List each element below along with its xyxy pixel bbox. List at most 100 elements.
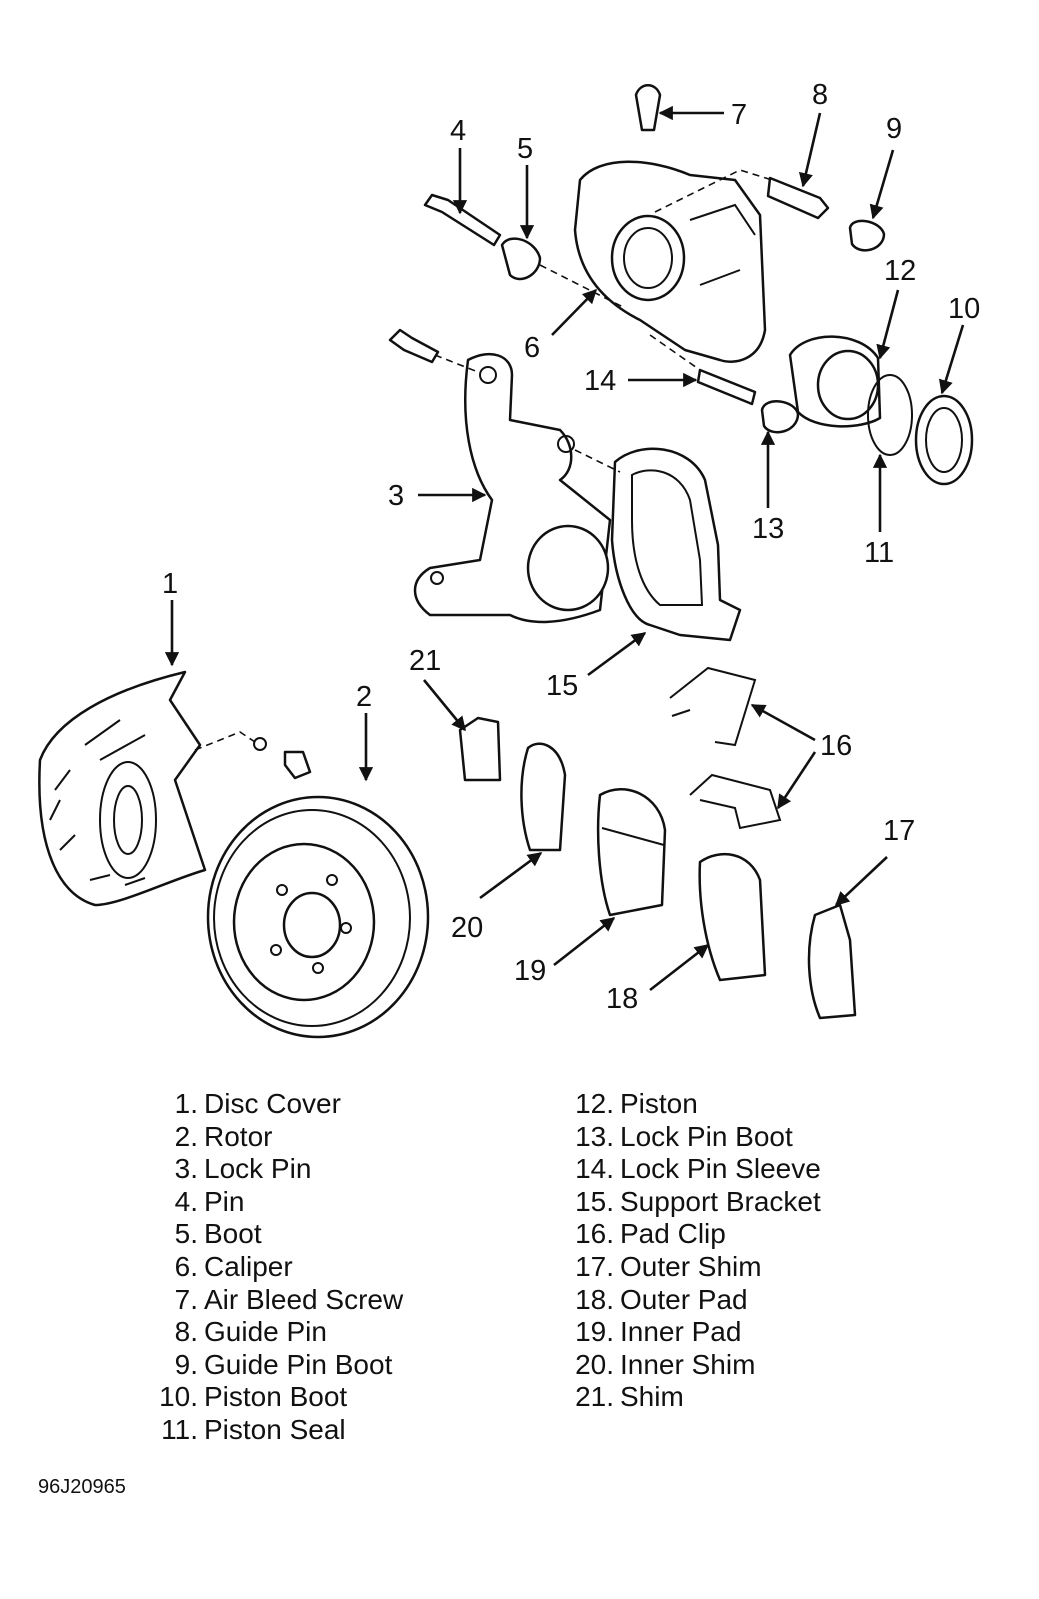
callout-number-8: 8 — [812, 79, 828, 111]
legend-item-number: 12. — [575, 1088, 614, 1119]
callout-arrow-20 — [479, 851, 543, 900]
callout-number-21: 21 — [409, 645, 441, 677]
knuckle-drawing — [413, 352, 612, 624]
callout-arrow-18 — [649, 943, 710, 992]
callout-arrow-17 — [834, 856, 888, 906]
alignment-lines — [194, 169, 773, 751]
callout-arrow-21 — [422, 679, 467, 732]
exploded-brake-diagram: 1 2 3 4 5 6 7 8 9 10 11 12 13 14 15 16 1… — [38, 79, 980, 1039]
callout-number-18: 18 — [606, 983, 638, 1015]
legend-item: 17.Outer Shim — [566, 1251, 821, 1284]
support-bracket-drawing — [610, 447, 742, 642]
legend-item-number: 21. — [575, 1381, 614, 1413]
legend-item-label: Shim — [620, 1381, 684, 1413]
callout-arrow-10 — [938, 324, 965, 395]
legend-item-number: 7. — [174, 1283, 198, 1315]
callout-number-9: 9 — [886, 113, 902, 145]
legend-item-number: 16. — [575, 1218, 614, 1250]
caliper-drawing — [573, 160, 767, 363]
legend-item-label: Outer Shim — [620, 1250, 762, 1282]
legend-item: 11.Piston Seal — [150, 1414, 403, 1447]
legend-item: 16.Pad Clip — [566, 1218, 821, 1251]
legend-item: 18.Outer Pad — [566, 1284, 821, 1317]
callout-number-11: 11 — [864, 537, 894, 569]
pads-shims-clips-drawing — [458, 666, 857, 1020]
legend-item-label: Lock Pin Boot — [620, 1120, 793, 1152]
legend-item: 12.Piston — [566, 1088, 821, 1121]
legend-item-number: 3. — [174, 1153, 198, 1185]
legend-item-label: Pad Clip — [620, 1218, 726, 1250]
legend-item-number: 14. — [575, 1153, 614, 1185]
legend-item-label: Guide Pin — [204, 1316, 327, 1348]
rotor-drawing — [206, 795, 430, 1039]
callout-number-5: 5 — [517, 133, 533, 165]
callout-arrow-8 — [798, 112, 822, 188]
callout-number-7: 7 — [731, 99, 747, 131]
legend-item-label: Pin — [204, 1185, 245, 1217]
legend-item: 3.Lock Pin — [150, 1153, 403, 1186]
legend-item-number: 18. — [575, 1283, 614, 1315]
legend-item-label: Inner Shim — [620, 1348, 756, 1380]
callout-number-15: 15 — [546, 670, 578, 702]
legend-item-number: 4. — [174, 1185, 198, 1217]
legend-item-label: Guide Pin Boot — [204, 1348, 393, 1380]
callout-number-13: 13 — [752, 513, 784, 545]
legend-item: 20.Inner Shim — [566, 1349, 821, 1382]
callout-number-3: 3 — [388, 480, 404, 512]
callout-numbers: 1 2 3 4 5 6 7 8 9 10 11 12 13 14 15 16 1… — [162, 79, 980, 1015]
legend-item: 19.Inner Pad — [566, 1316, 821, 1349]
callout-number-1: 1 — [162, 568, 178, 600]
callout-number-14: 14 — [584, 365, 616, 397]
legend-item-label: Air Bleed Screw — [204, 1283, 404, 1315]
callout-arrow-9 — [869, 149, 895, 220]
callout-number-19: 19 — [514, 955, 546, 987]
legend-item-number: 2. — [174, 1120, 198, 1152]
callout-arrow-6 — [551, 288, 597, 336]
callout-number-16: 16 — [820, 730, 852, 762]
legend-item-number: 6. — [174, 1250, 198, 1282]
legend-item-label: Rotor — [204, 1120, 273, 1152]
legend-item-label: Inner Pad — [620, 1316, 742, 1348]
legend-item-number: 11. — [161, 1413, 198, 1445]
callout-number-10: 10 — [948, 293, 980, 325]
legend-item-number: 9. — [174, 1348, 198, 1380]
legend-item: 1.Disc Cover — [150, 1088, 403, 1121]
callout-number-17: 17 — [883, 815, 915, 847]
callout-number-6: 6 — [524, 332, 540, 364]
legend-item-label: Piston Seal — [204, 1413, 346, 1445]
legend-item: 14.Lock Pin Sleeve — [566, 1153, 821, 1186]
callout-arrow-16a — [750, 703, 816, 742]
legend-item: 9.Guide Pin Boot — [150, 1349, 403, 1382]
callout-arrow-16b — [776, 751, 817, 810]
legend-item-label: Boot — [204, 1218, 262, 1250]
legend-item: 10.Piston Boot — [150, 1381, 403, 1414]
callout-arrow-19 — [553, 916, 616, 967]
legend-item: 8.Guide Pin — [150, 1316, 403, 1349]
legend-right-column: 12.Piston 13.Lock Pin Boot 14.Lock Pin S… — [566, 1088, 821, 1414]
legend-item: 6.Caliper — [150, 1251, 403, 1284]
legend-item-label: Disc Cover — [204, 1088, 341, 1119]
legend-item-label: Caliper — [204, 1250, 293, 1282]
figure-id: 96J20965 — [38, 1476, 126, 1498]
legend-item-number: 15. — [575, 1185, 614, 1217]
legend-item: 21.Shim — [566, 1381, 821, 1414]
callout-arrow-12 — [876, 289, 900, 360]
disc-cover-drawing — [38, 670, 207, 907]
legend-item-label: Piston Boot — [204, 1381, 348, 1413]
legend-item-label: Lock Pin — [204, 1153, 312, 1185]
callout-number-2: 2 — [356, 681, 372, 713]
legend-item-number: 20. — [575, 1348, 614, 1380]
legend-item-number: 5. — [174, 1218, 198, 1250]
legend-item-number: 19. — [575, 1316, 614, 1348]
legend-item-number: 13. — [575, 1120, 614, 1152]
callout-arrows — [164, 105, 965, 992]
pins-and-bolts-drawing — [253, 84, 886, 780]
callout-number-20: 20 — [451, 912, 483, 944]
legend-item: 13.Lock Pin Boot — [566, 1121, 821, 1154]
piston-and-seals-drawing — [788, 335, 974, 486]
legend-item-label: Piston — [620, 1088, 698, 1119]
legend-item-number: 1. — [174, 1088, 198, 1119]
legend-item-number: 10. — [159, 1381, 198, 1413]
legend-item: 5.Boot — [150, 1218, 403, 1251]
callout-arrow-15 — [587, 631, 647, 677]
